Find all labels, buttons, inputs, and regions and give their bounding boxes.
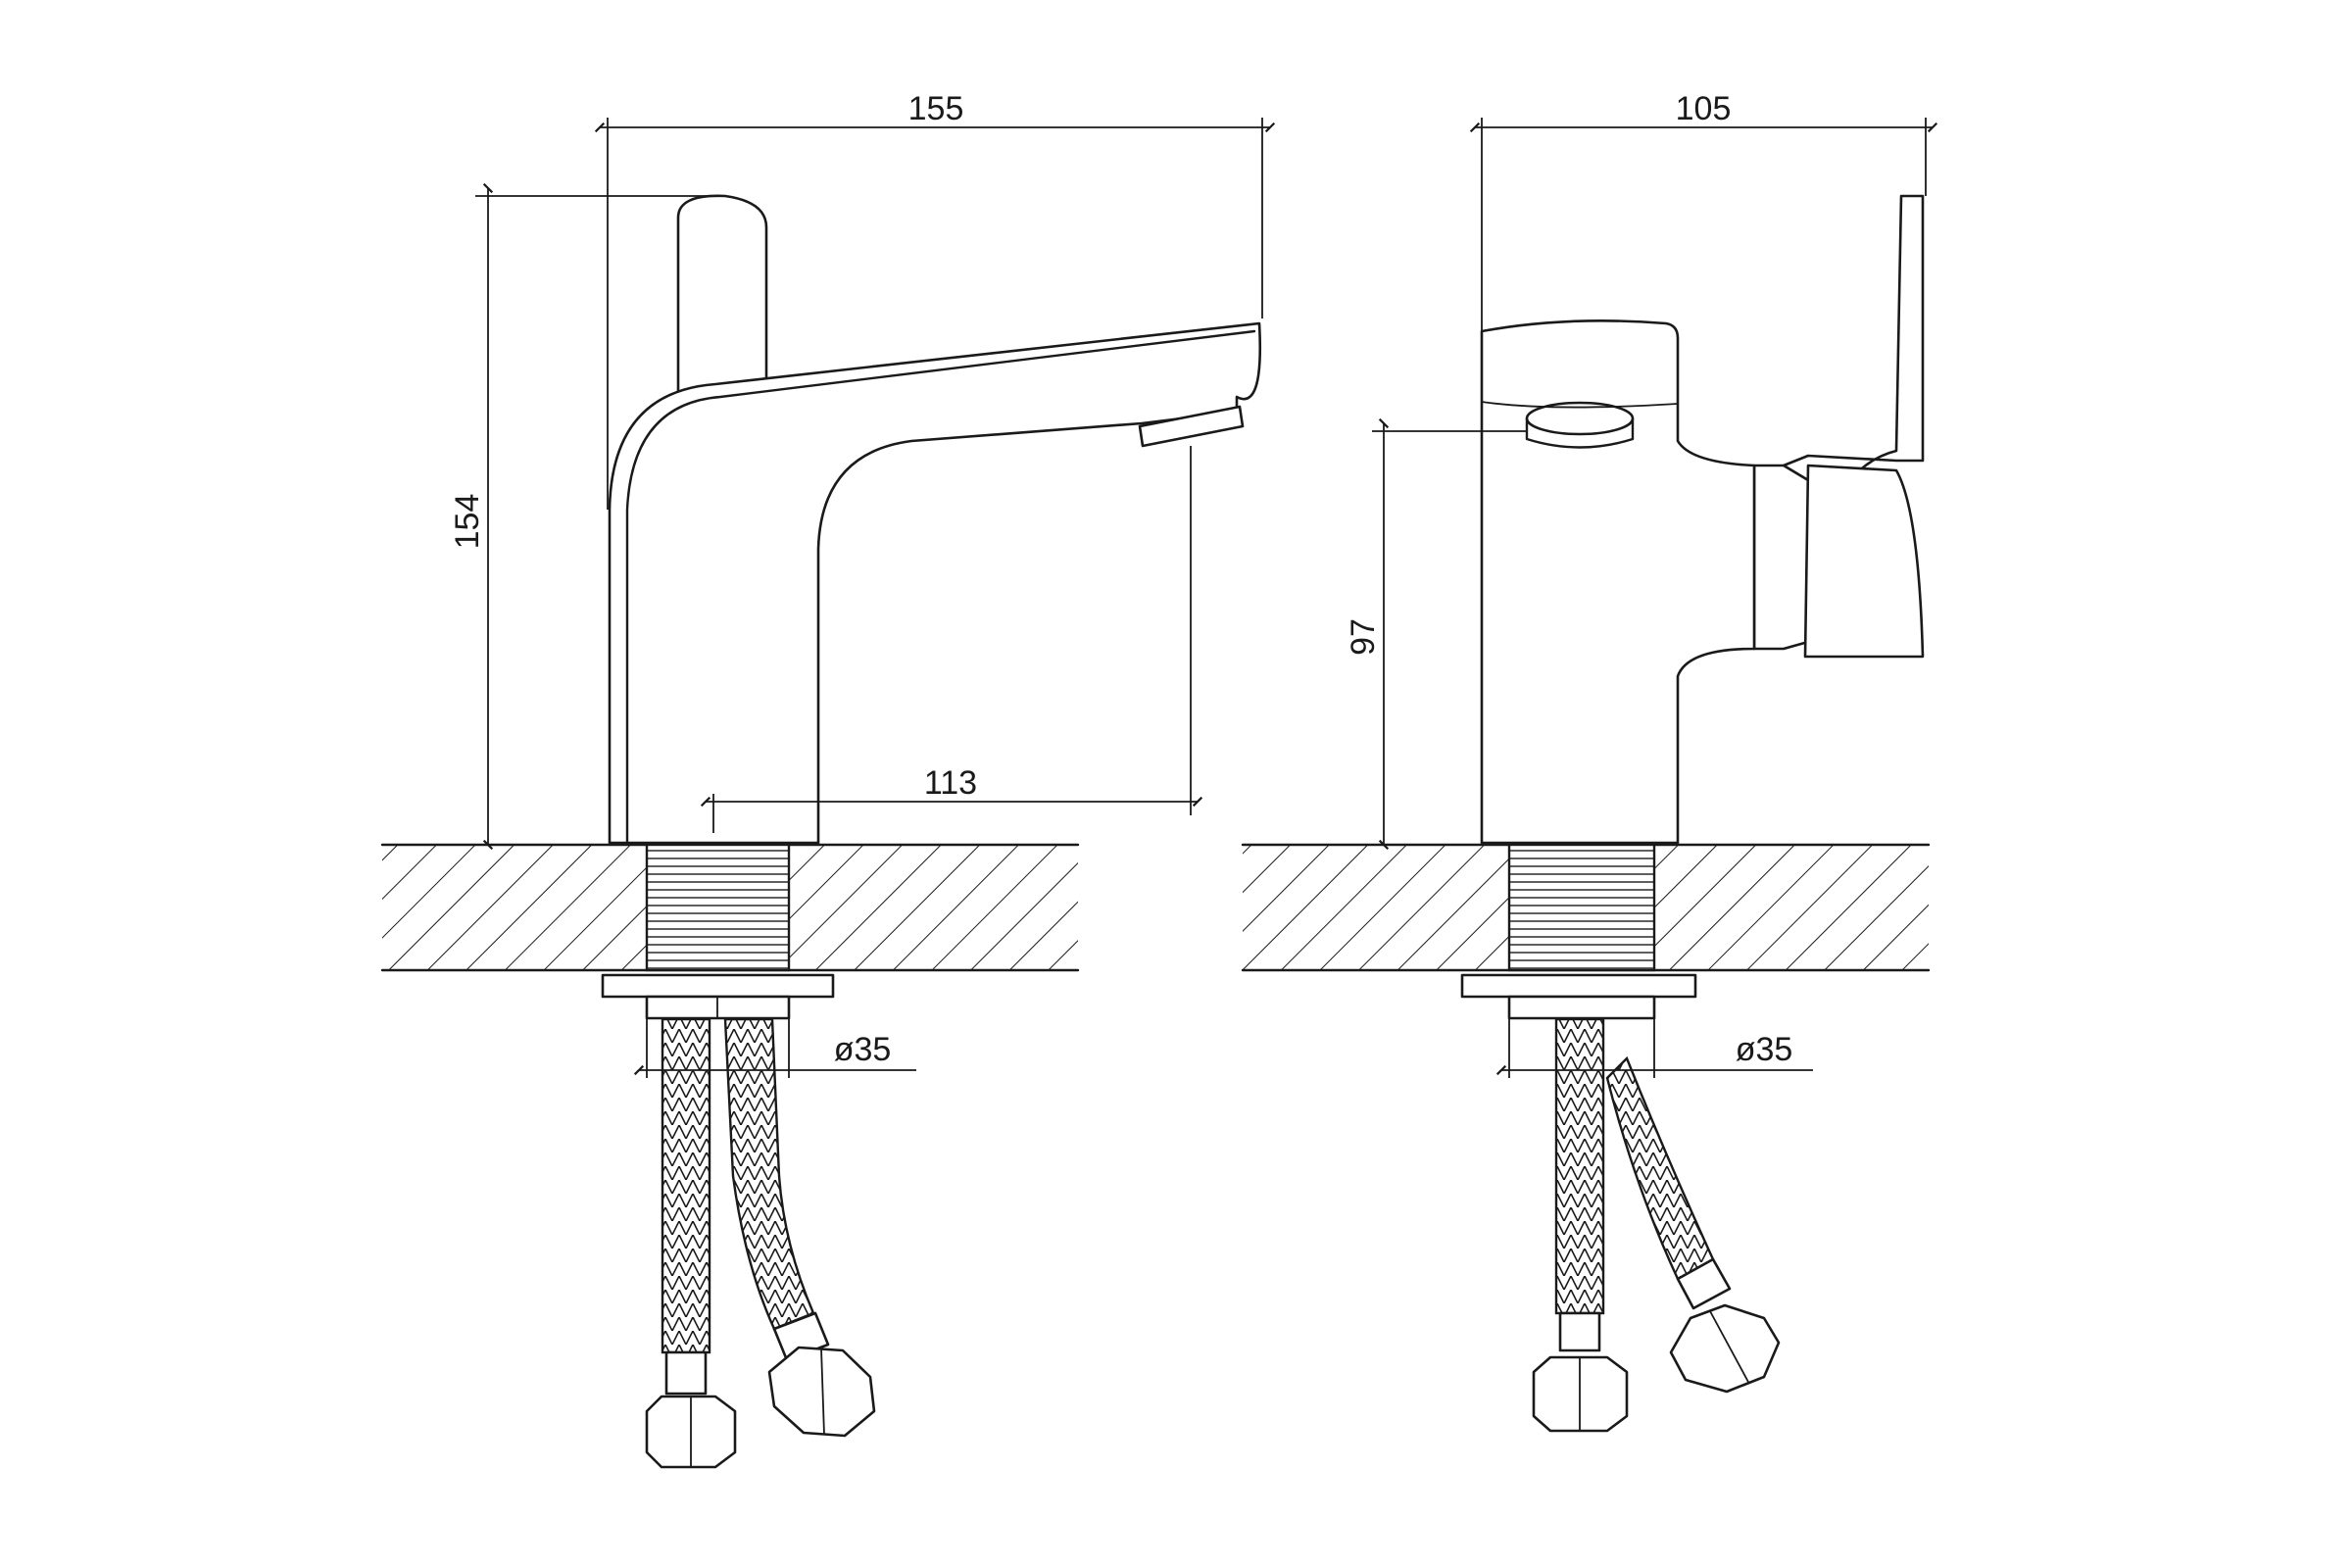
- side-faucet-body: [608, 321, 1262, 845]
- front-faucet-body: [1480, 319, 1756, 845]
- dim-front-outlet-height: 97: [1345, 417, 1527, 851]
- front-lever-handle: [1782, 194, 1925, 482]
- side-view: 155 154 113 ø35: [380, 90, 1276, 1469]
- dim-spout-reach-label: 113: [924, 764, 977, 802]
- dim-spout-reach: 113: [700, 446, 1203, 833]
- dim-front-width: 105: [1469, 90, 1938, 331]
- front-countertop: [1241, 843, 1931, 972]
- front-base-nut: [1460, 973, 1697, 1020]
- side-hose-straight: [645, 1017, 737, 1469]
- front-hose-straight: [1532, 1017, 1629, 1433]
- side-hose-bent: [723, 1017, 876, 1438]
- dim-side-width-label: 155: [908, 90, 964, 127]
- dim-front-outlet-height-label: 97: [1345, 618, 1382, 656]
- dim-side-height-label: 154: [449, 494, 486, 550]
- dim-side-width: 155: [594, 90, 1276, 510]
- side-base-nut: [601, 973, 835, 1020]
- side-countertop: [380, 843, 1080, 972]
- side-aerator: [1138, 405, 1245, 448]
- dim-front-diameter: ø35: [1495, 1019, 1813, 1078]
- side-lever-handle: [676, 194, 768, 423]
- dim-side-height: 154: [449, 182, 725, 851]
- dim-front-diameter-label: ø35: [1736, 1031, 1793, 1068]
- dim-front-width-label: 105: [1676, 90, 1732, 127]
- dim-side-diameter: ø35: [633, 1019, 916, 1078]
- dim-side-diameter-label: ø35: [834, 1031, 892, 1068]
- front-hose-bent: [1605, 1055, 1781, 1394]
- front-view: 105 97 ø35: [1241, 90, 1938, 1433]
